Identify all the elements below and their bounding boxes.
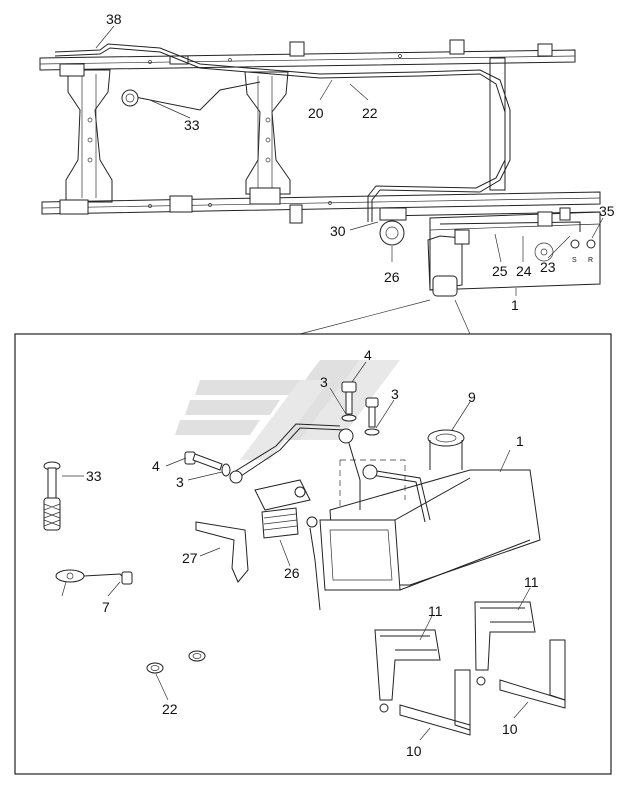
detail-callouts: 4 3 3 9 1 4 3 33 27 26 7 11 11 22 10 10 xyxy=(86,347,539,759)
callout-30: 30 xyxy=(330,223,346,239)
callout-11-b: 11 xyxy=(524,574,539,590)
fuel-filter-detail xyxy=(195,479,321,611)
callout-33-detail: 33 xyxy=(86,468,102,484)
port-label-s: S xyxy=(572,257,577,264)
port-label-r: R xyxy=(588,257,593,264)
bolts-and-washers xyxy=(184,381,380,477)
callout-26: 26 xyxy=(384,269,400,285)
callout-11-a: 11 xyxy=(428,603,443,619)
detail-panel-frame xyxy=(14,333,612,775)
fuel-lines-detail xyxy=(229,423,431,523)
hose-clamps-22 xyxy=(146,650,206,674)
callout-33: 33 xyxy=(184,117,200,133)
chassis-frame xyxy=(39,39,601,224)
callout-9: 9 xyxy=(468,389,476,405)
callout-4-a: 4 xyxy=(364,347,372,363)
callout-3-a: 3 xyxy=(320,374,328,390)
callout-3-c: 3 xyxy=(176,474,184,490)
top-callouts: 38 33 20 22 30 26 25 24 23 35 1 S R xyxy=(106,11,615,313)
callout-7: 7 xyxy=(102,599,110,615)
callout-27: 27 xyxy=(182,550,198,566)
fuel-tank-detail xyxy=(319,429,541,591)
callout-35: 35 xyxy=(599,203,615,219)
callout-1-detail: 1 xyxy=(516,433,524,449)
callout-22: 22 xyxy=(362,105,378,121)
callout-23: 23 xyxy=(540,259,556,275)
callout-24: 24 xyxy=(516,263,532,279)
top-callout-leaders xyxy=(95,25,604,296)
callout-1-top: 1 xyxy=(511,297,519,313)
callout-10-b: 10 xyxy=(502,721,518,737)
fuel-tank-top-view xyxy=(379,207,601,297)
detail-callout-leaders xyxy=(62,361,531,741)
tank-straps-and-brackets xyxy=(374,601,566,736)
watermark-logo xyxy=(175,360,400,460)
callout-22-detail: 22 xyxy=(162,701,178,717)
fuel-sender-7 xyxy=(55,569,133,597)
callout-38: 38 xyxy=(106,11,122,27)
callout-26-detail: 26 xyxy=(284,565,300,581)
callout-4-b: 4 xyxy=(152,458,160,474)
callout-10-a: 10 xyxy=(406,743,422,759)
detail-zoom-leader xyxy=(299,299,471,335)
strainer-33 xyxy=(43,461,61,531)
callout-25: 25 xyxy=(492,263,508,279)
callout-3-b: 3 xyxy=(391,386,399,402)
callout-20: 20 xyxy=(308,105,324,121)
